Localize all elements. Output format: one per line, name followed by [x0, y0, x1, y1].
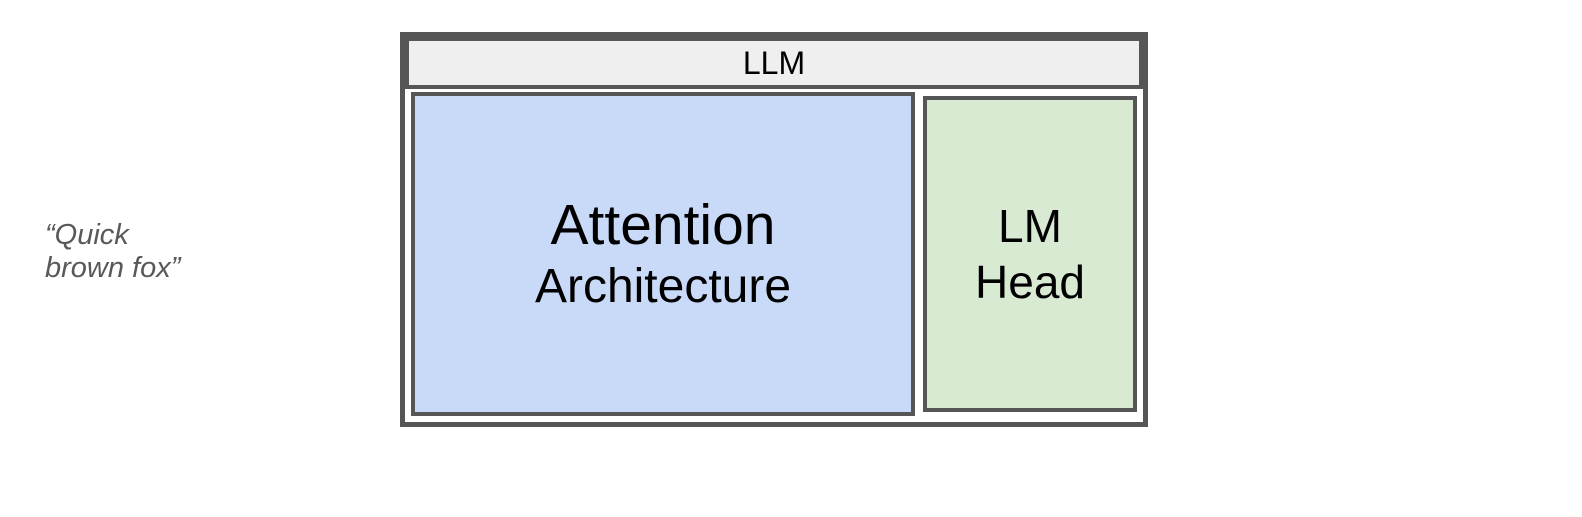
- attention-block-line-2: Architecture: [534, 260, 792, 313]
- llm-title-label: LLM: [742, 44, 806, 81]
- attention-block-line-1: Attention: [550, 193, 776, 257]
- llm-header: LLM: [405, 37, 1143, 89]
- llm-frame: LLM Attention Architecture LM Head: [400, 32, 1148, 427]
- llm-content-row: Attention Architecture LM Head: [405, 89, 1143, 422]
- attention-architecture-block: Attention Architecture: [411, 92, 915, 416]
- lm-head-block-line-1: LM: [998, 200, 1062, 252]
- lm-head-block: LM Head: [923, 96, 1137, 412]
- lm-head-block-line-2: Head: [975, 256, 1085, 308]
- input-text-label: “Quick brown fox”: [45, 219, 181, 284]
